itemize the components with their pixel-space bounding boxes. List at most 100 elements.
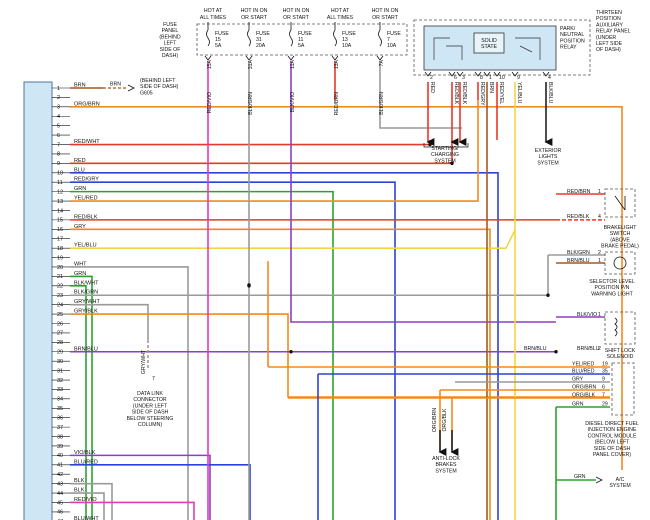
wire-label: BRN/BLU [74, 346, 98, 352]
connector-tick [511, 71, 519, 77]
connector-tick [287, 55, 295, 61]
label: SIDE OF [160, 47, 181, 53]
wire-blk-44 [70, 492, 105, 520]
fuse-amps: 5A [215, 43, 222, 49]
pin-number: 18 [57, 246, 63, 252]
label: (BELOW LEFT [595, 440, 630, 446]
pin-number: 38 [57, 434, 63, 440]
label: 35 [602, 369, 608, 375]
wire-label: BLU/RED [74, 459, 98, 465]
fuse-name: FUSE [215, 31, 229, 37]
relay-pin: 9 [517, 75, 520, 81]
pin-number: 14 [57, 208, 63, 214]
pin-number: 36 [57, 416, 63, 422]
wire-label: BLU [74, 167, 85, 173]
pin-number: 17 [57, 237, 63, 243]
pin-number: 13 [57, 199, 63, 205]
label: GRY [572, 377, 584, 383]
label: SELECTOR LEVEL [589, 279, 635, 285]
pin-number: 41 [57, 463, 63, 469]
wire-label: BLK/GRN [74, 290, 98, 296]
label: BRN/BLU [524, 346, 547, 352]
pin-number: 29 [57, 350, 63, 356]
label: WARNING LIGHT [591, 291, 633, 297]
fuse-name: FUSE [298, 31, 312, 37]
fuse-element [289, 29, 293, 47]
relay-pin: 6 [454, 75, 457, 81]
relay-pin: 10 [499, 75, 505, 81]
label: 2 [598, 250, 601, 256]
wire-yel-red [70, 100, 479, 202]
wire-label: BLK/GRN [379, 92, 385, 115]
fuse-name: FUSE [256, 31, 270, 37]
label: PANEL COVER) [593, 452, 631, 458]
label: 7 [602, 393, 605, 399]
label: LEFT [164, 41, 178, 47]
fuse-pin: 13A [334, 59, 340, 69]
label: LIGHTS [539, 154, 558, 160]
hot-label: ALL TIMES [327, 15, 354, 21]
pin-number: 21 [57, 274, 63, 280]
label: STARTING/ [431, 146, 459, 152]
wire-label: GRY/WHT [74, 299, 101, 305]
connector-tick [483, 71, 491, 77]
hot-label: HOT IN ON [372, 8, 399, 14]
wire-label: WHT [74, 261, 87, 267]
brakelight-switch [604, 188, 636, 218]
label: DASH) [162, 53, 178, 59]
connector-mark [511, 71, 519, 77]
connector-tick [474, 71, 482, 77]
starting-bracket [423, 143, 469, 148]
label: YEL/RED [572, 362, 594, 368]
connector-mark [331, 55, 339, 61]
connector-mark [493, 71, 501, 77]
pin-number: 3 [57, 105, 60, 111]
pin-number: 23 [57, 293, 63, 299]
label: GRN [574, 474, 586, 480]
label: BRAKES [435, 462, 457, 468]
connector-mark [204, 55, 212, 61]
wire-label: YEL/BLU [74, 243, 97, 249]
pin-number: 27 [57, 331, 63, 337]
connector-mark [424, 71, 432, 77]
label: COLUMN) [138, 422, 162, 428]
relay-pin: 2 [430, 75, 433, 81]
label: OF DASH) [596, 47, 621, 53]
splice-dot [247, 283, 251, 287]
left-harness-connector [23, 81, 53, 520]
label: 2 [598, 346, 601, 352]
label: BELOW STEERING [127, 416, 174, 422]
pin-number: 8 [57, 152, 60, 158]
fuse-amps: 20A [256, 43, 266, 49]
fuse-amps: 10A [342, 43, 352, 49]
label: SIDE OF DASH [132, 410, 169, 416]
pin-number: 7 [57, 142, 60, 148]
splice-dot [428, 142, 432, 147]
wire-wht [70, 266, 189, 520]
pin-number: 24 [57, 302, 63, 308]
label: POSITION [596, 16, 621, 22]
connector-tick [542, 71, 550, 77]
splice-dot [289, 350, 293, 354]
pin-number: 2 [57, 95, 60, 101]
wire-label: RED/YEL [498, 82, 504, 104]
label: CONTROL MODULE [588, 433, 637, 439]
connector-mark [287, 55, 295, 61]
wire-org-brn [70, 106, 623, 470]
label: THIRTEEN [596, 10, 622, 16]
label: POSITION P/N [595, 285, 630, 291]
label: BRN [110, 82, 121, 88]
wire-vio-blk [70, 454, 211, 520]
label: BLU/RED [572, 369, 595, 375]
shift-lock-box [604, 311, 636, 345]
ground-arrow [127, 84, 135, 92]
label: SHIFT LOCK [605, 348, 636, 354]
pin-number: 11 [57, 180, 63, 186]
pin-number: 26 [57, 321, 63, 327]
wire-label: GRN [74, 186, 86, 192]
connector-mark [456, 71, 464, 77]
relay-pin: 4 [548, 75, 551, 81]
fuse-pin: 7A [379, 59, 385, 66]
